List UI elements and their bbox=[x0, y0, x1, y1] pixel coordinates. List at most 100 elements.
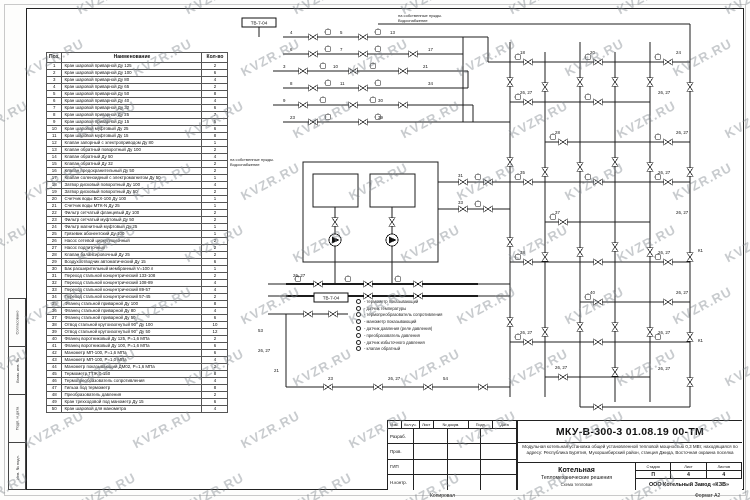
table-cell: 2 bbox=[201, 209, 229, 217]
table-cell: Манометр МП-100, Р=1,6 МПа bbox=[61, 349, 203, 357]
table-cell: 2 bbox=[201, 391, 229, 399]
table-cell: 17 bbox=[45, 174, 63, 182]
table-cell: 12 bbox=[201, 328, 229, 336]
table-cell: 15 bbox=[45, 160, 63, 168]
table-cell: 1 bbox=[201, 265, 229, 273]
table-cell: Кран шаровой приварной Ду 50 bbox=[61, 90, 203, 98]
valve-icon bbox=[458, 178, 468, 186]
object-cell: Котельная Тепломеханические решения Схем… bbox=[518, 463, 636, 490]
table-cell: 4 bbox=[201, 97, 229, 105]
instrument-bubble-icon bbox=[324, 79, 332, 87]
table-cell: Насос сетевой циркуляционный bbox=[61, 237, 203, 245]
callout-label: 26, 27 bbox=[676, 130, 689, 135]
instrument-symbol-icon bbox=[356, 326, 361, 332]
title-block-right: МКУ-В-300-3 01.08.19 00-ТМ Модульная кот… bbox=[518, 421, 742, 490]
role-label: Н.контр. bbox=[388, 474, 414, 490]
table-cell: Кран шаровой приварной Ду 15 bbox=[61, 118, 203, 126]
valve-icon bbox=[388, 217, 396, 227]
legend-item: - датчик давления (реле давления) bbox=[356, 325, 478, 332]
instrument-symbol-icon bbox=[356, 332, 361, 338]
table-cell: Затвор дисковый поворотный Ду 100 bbox=[61, 181, 203, 189]
table-cell: Преобразователь давления bbox=[61, 391, 203, 399]
project-description: Модульная котельная установка общей уста… bbox=[518, 443, 742, 463]
valve-icon bbox=[331, 217, 339, 227]
table-cell: 34 bbox=[45, 293, 63, 301]
table-cell: Фильтр сетчатый муфтовый Ду 50 bbox=[61, 216, 203, 224]
valve-icon bbox=[483, 178, 493, 186]
valve-icon bbox=[298, 101, 308, 109]
stamp-cell: Подп. и дата bbox=[9, 395, 25, 443]
table-cell: 1 bbox=[45, 62, 63, 70]
valve-icon bbox=[611, 242, 619, 252]
role-row: Разраб. bbox=[388, 429, 517, 445]
table-cell: 19 bbox=[45, 188, 63, 196]
table-cell: Клапан запорный с электроприводом Ду 80 bbox=[61, 139, 203, 147]
header-qty: Кол-во bbox=[201, 52, 229, 63]
table-cell: 12 bbox=[45, 139, 63, 147]
table-cell: 1 bbox=[201, 223, 229, 231]
table-cell: 45 bbox=[45, 370, 63, 378]
instrument-bubble-icon bbox=[514, 93, 522, 101]
role-empty-cell bbox=[481, 474, 517, 490]
table-cell: Переход стальной концентрический 108-89 bbox=[61, 279, 203, 287]
instrument-bubble-icon bbox=[374, 45, 382, 53]
table-cell: 30 bbox=[45, 265, 63, 273]
table-cell: 8 bbox=[201, 370, 229, 378]
callout-label: 24 bbox=[676, 50, 681, 55]
valve-icon bbox=[541, 82, 549, 92]
role-empty-cell bbox=[448, 429, 482, 444]
table-cell: 6 bbox=[201, 104, 229, 112]
table-cell: 20 bbox=[45, 195, 63, 203]
table-cell: 6 bbox=[201, 314, 229, 322]
valve-icon bbox=[558, 373, 568, 381]
valve-icon bbox=[478, 383, 488, 391]
revision-header-cell: Изм. bbox=[388, 421, 402, 428]
role-empty-cell bbox=[448, 459, 482, 474]
valve-icon bbox=[663, 58, 673, 66]
callout-label: 6 bbox=[290, 47, 293, 52]
table-cell: Клапан соленоидный с электромагнитом Ду … bbox=[61, 174, 203, 182]
table-cell: 4 bbox=[201, 181, 229, 189]
table-cell: 1 bbox=[201, 230, 229, 238]
table-cell: Счетчик воды ВСХ-100 Ду 100 bbox=[61, 195, 203, 203]
valve-icon bbox=[506, 237, 514, 247]
table-cell: 32 bbox=[45, 279, 63, 287]
callout-label: 30 bbox=[378, 98, 383, 103]
table-cell: Переход стальной концентрический 57-45 bbox=[61, 293, 203, 301]
table-cell: 4 bbox=[201, 279, 229, 287]
callout-label: 23 bbox=[290, 115, 295, 120]
callout-label: 54 bbox=[443, 376, 448, 381]
instrument-bubble-icon bbox=[514, 53, 522, 61]
table-cell: 2 bbox=[201, 83, 229, 91]
instrument-bubble-icon bbox=[549, 133, 557, 141]
callout-label: 35 bbox=[520, 170, 525, 175]
table-cell: 6 bbox=[45, 97, 63, 105]
instrument-bubble-icon bbox=[369, 62, 377, 70]
legend-item: - манометр показывающий bbox=[356, 318, 478, 325]
valve-icon bbox=[576, 322, 584, 332]
role-label: Разраб. bbox=[388, 429, 414, 444]
callout-label: 26, 27 bbox=[658, 250, 671, 255]
valve-icon bbox=[458, 205, 468, 213]
symbol-legend: - термометр показывающий- датчик темпера… bbox=[356, 298, 478, 352]
header-pos: Поз. bbox=[45, 52, 63, 63]
callout-label: 4 bbox=[290, 30, 293, 35]
